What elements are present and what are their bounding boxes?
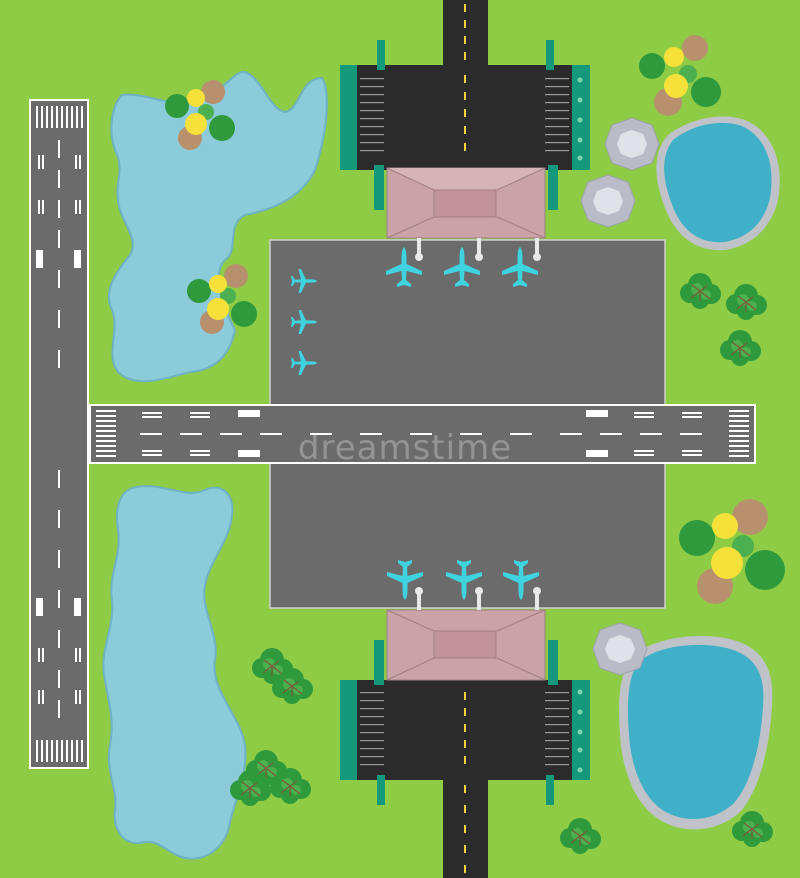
tree-icon	[165, 80, 235, 150]
terminal-top	[386, 167, 546, 239]
lake-bottom-left	[102, 485, 247, 860]
tree-icon	[679, 499, 785, 604]
runway-vertical	[29, 99, 89, 769]
fountain-icon	[592, 622, 648, 676]
pond-top-right-water	[664, 122, 772, 243]
jet-bridges-top	[415, 238, 541, 261]
access-road-top	[443, 0, 488, 70]
parking-bottom	[340, 640, 590, 805]
access-road-bottom	[443, 775, 488, 878]
tree-icon	[639, 35, 721, 116]
parking-top	[340, 40, 590, 210]
pond-bottom-right-water	[627, 644, 764, 819]
tree-icon	[187, 264, 257, 334]
fountain-icon	[604, 117, 660, 171]
fountain-icon	[580, 174, 636, 228]
runway-horizontal	[89, 404, 756, 464]
terminal-bottom	[386, 609, 546, 681]
jet-bridges-bottom	[415, 587, 541, 610]
